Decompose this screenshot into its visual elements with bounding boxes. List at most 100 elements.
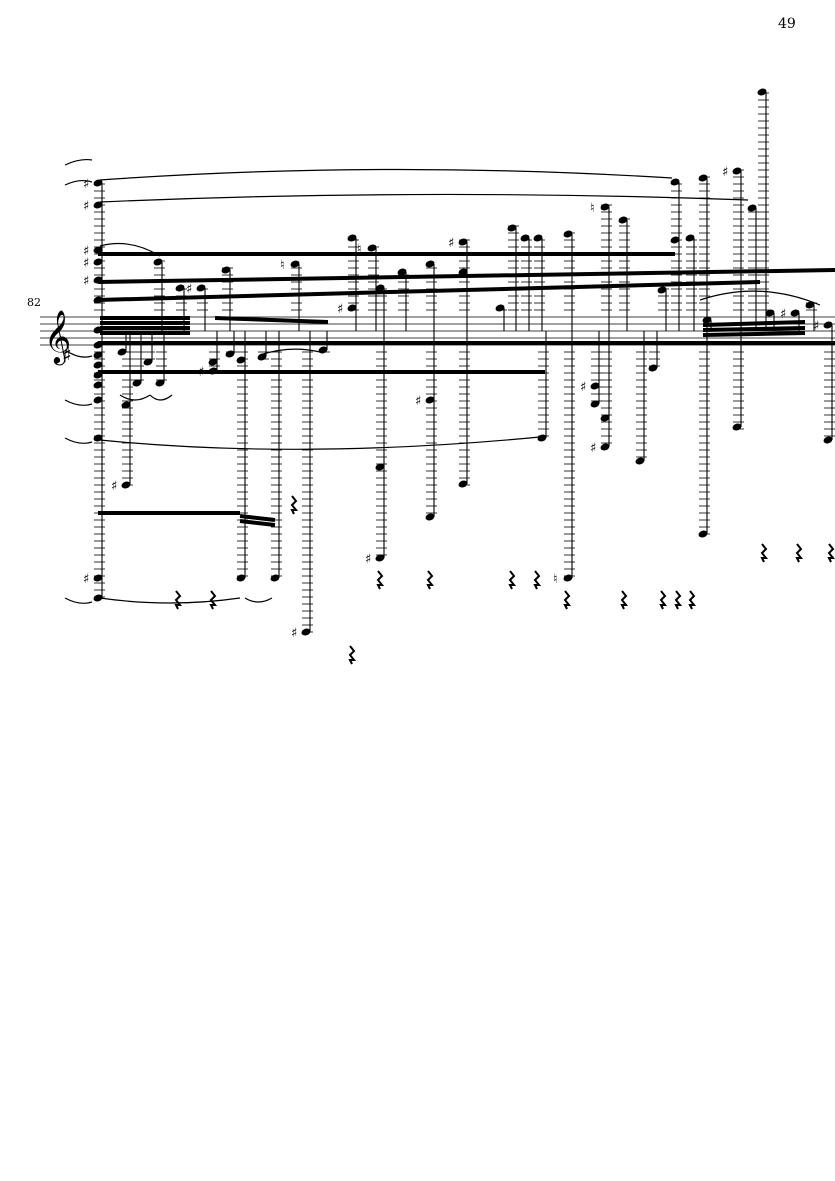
beam <box>239 519 276 527</box>
note <box>765 309 775 331</box>
notehead <box>702 316 712 324</box>
notehead <box>208 358 218 366</box>
beam <box>214 316 329 324</box>
notehead <box>93 361 103 369</box>
slur <box>699 290 821 306</box>
notehead <box>732 423 742 431</box>
natural-icon: ♮ <box>280 258 285 273</box>
note <box>507 224 519 331</box>
quarter-rest-icon <box>674 590 683 610</box>
sharp-icon: ♯ <box>365 552 371 567</box>
notehead <box>732 167 742 175</box>
quarter-rest-icon <box>760 543 769 563</box>
slur <box>119 394 151 401</box>
sharp-icon: ♯ <box>198 365 204 380</box>
note: ♯ <box>780 307 800 331</box>
notehead <box>347 304 357 312</box>
notehead <box>618 216 628 224</box>
quarter-rest-icon <box>533 570 542 590</box>
notehead <box>765 309 775 317</box>
note <box>537 331 549 442</box>
natural-icon: ♮ <box>590 201 595 216</box>
beam <box>97 280 761 302</box>
note <box>225 331 237 358</box>
note <box>175 284 187 331</box>
notehead <box>93 351 103 359</box>
rests <box>174 495 835 665</box>
quarter-rest-icon <box>209 590 218 610</box>
slur <box>244 597 273 603</box>
notehead <box>132 379 142 387</box>
notehead <box>507 224 517 232</box>
note: ♯ <box>722 165 744 431</box>
slur <box>64 597 93 604</box>
quarter-rest-icon <box>290 495 299 515</box>
slur <box>64 158 93 166</box>
quarter-rest-icon <box>376 570 385 590</box>
notehead <box>757 88 767 96</box>
quarter-rest-icon <box>508 570 517 590</box>
slur <box>64 399 93 406</box>
notehead <box>670 236 680 244</box>
notehead <box>590 382 600 390</box>
slur <box>64 179 93 186</box>
notehead <box>685 234 695 242</box>
note: ♯ <box>365 284 387 567</box>
notehead <box>533 234 543 242</box>
quarter-rest-icon <box>827 543 835 563</box>
note <box>657 286 669 331</box>
note: ♮ <box>357 242 379 331</box>
page-number: 49 <box>778 16 796 32</box>
quarter-rest-icon <box>620 590 629 610</box>
note <box>685 234 697 331</box>
notehead <box>221 266 231 274</box>
notehead <box>93 574 103 582</box>
sharp-icon: ♯ <box>580 380 586 395</box>
slur <box>64 437 93 444</box>
note: ♯ <box>291 331 313 641</box>
slur <box>99 597 241 604</box>
note: ♮ <box>553 230 575 587</box>
note <box>533 234 545 331</box>
notehead <box>600 443 610 451</box>
notehead <box>375 463 385 471</box>
notehead <box>425 260 435 268</box>
sharp-icon: ♯ <box>83 572 89 587</box>
note: ♯ <box>198 331 220 380</box>
natural-icon: ♮ <box>553 572 558 587</box>
note: ♯ <box>813 319 835 444</box>
notehead <box>93 381 103 389</box>
notehead <box>93 434 103 442</box>
notehead <box>458 480 468 488</box>
notehead <box>93 276 103 284</box>
quarter-rest-icon <box>426 570 435 590</box>
notehead <box>208 367 218 375</box>
notehead <box>520 234 530 242</box>
notehead <box>143 358 153 366</box>
sharp-icon: ♯ <box>291 626 297 641</box>
sharp-icon: ♯ <box>780 307 786 322</box>
note: ♯ <box>415 260 437 521</box>
sharp-icon: ♯ <box>722 165 728 180</box>
note: ♯ <box>111 331 133 494</box>
sharp-icon: ♯ <box>415 394 421 409</box>
notehead <box>93 396 103 404</box>
notes: ♯♯♯♯♯♯♯♯♯♮♯♯♮♯♯♯♮♯♮♯♯♯♯ <box>83 88 835 641</box>
note <box>495 304 507 331</box>
note <box>702 316 712 331</box>
quarter-rest-icon <box>659 590 668 610</box>
quarter-rest-icon <box>688 590 697 610</box>
note <box>153 258 165 331</box>
sharp-icon: ♯ <box>83 177 89 192</box>
notehead <box>590 400 600 408</box>
measure-number: 82 <box>27 296 41 309</box>
notehead <box>121 481 131 489</box>
notehead <box>698 530 708 538</box>
beam <box>702 331 806 337</box>
sharp-icon: ♯ <box>337 302 343 317</box>
slur <box>99 168 673 181</box>
note <box>747 204 759 331</box>
treble-clef-icon: 𝄞 <box>44 309 71 365</box>
notehead <box>93 246 103 254</box>
